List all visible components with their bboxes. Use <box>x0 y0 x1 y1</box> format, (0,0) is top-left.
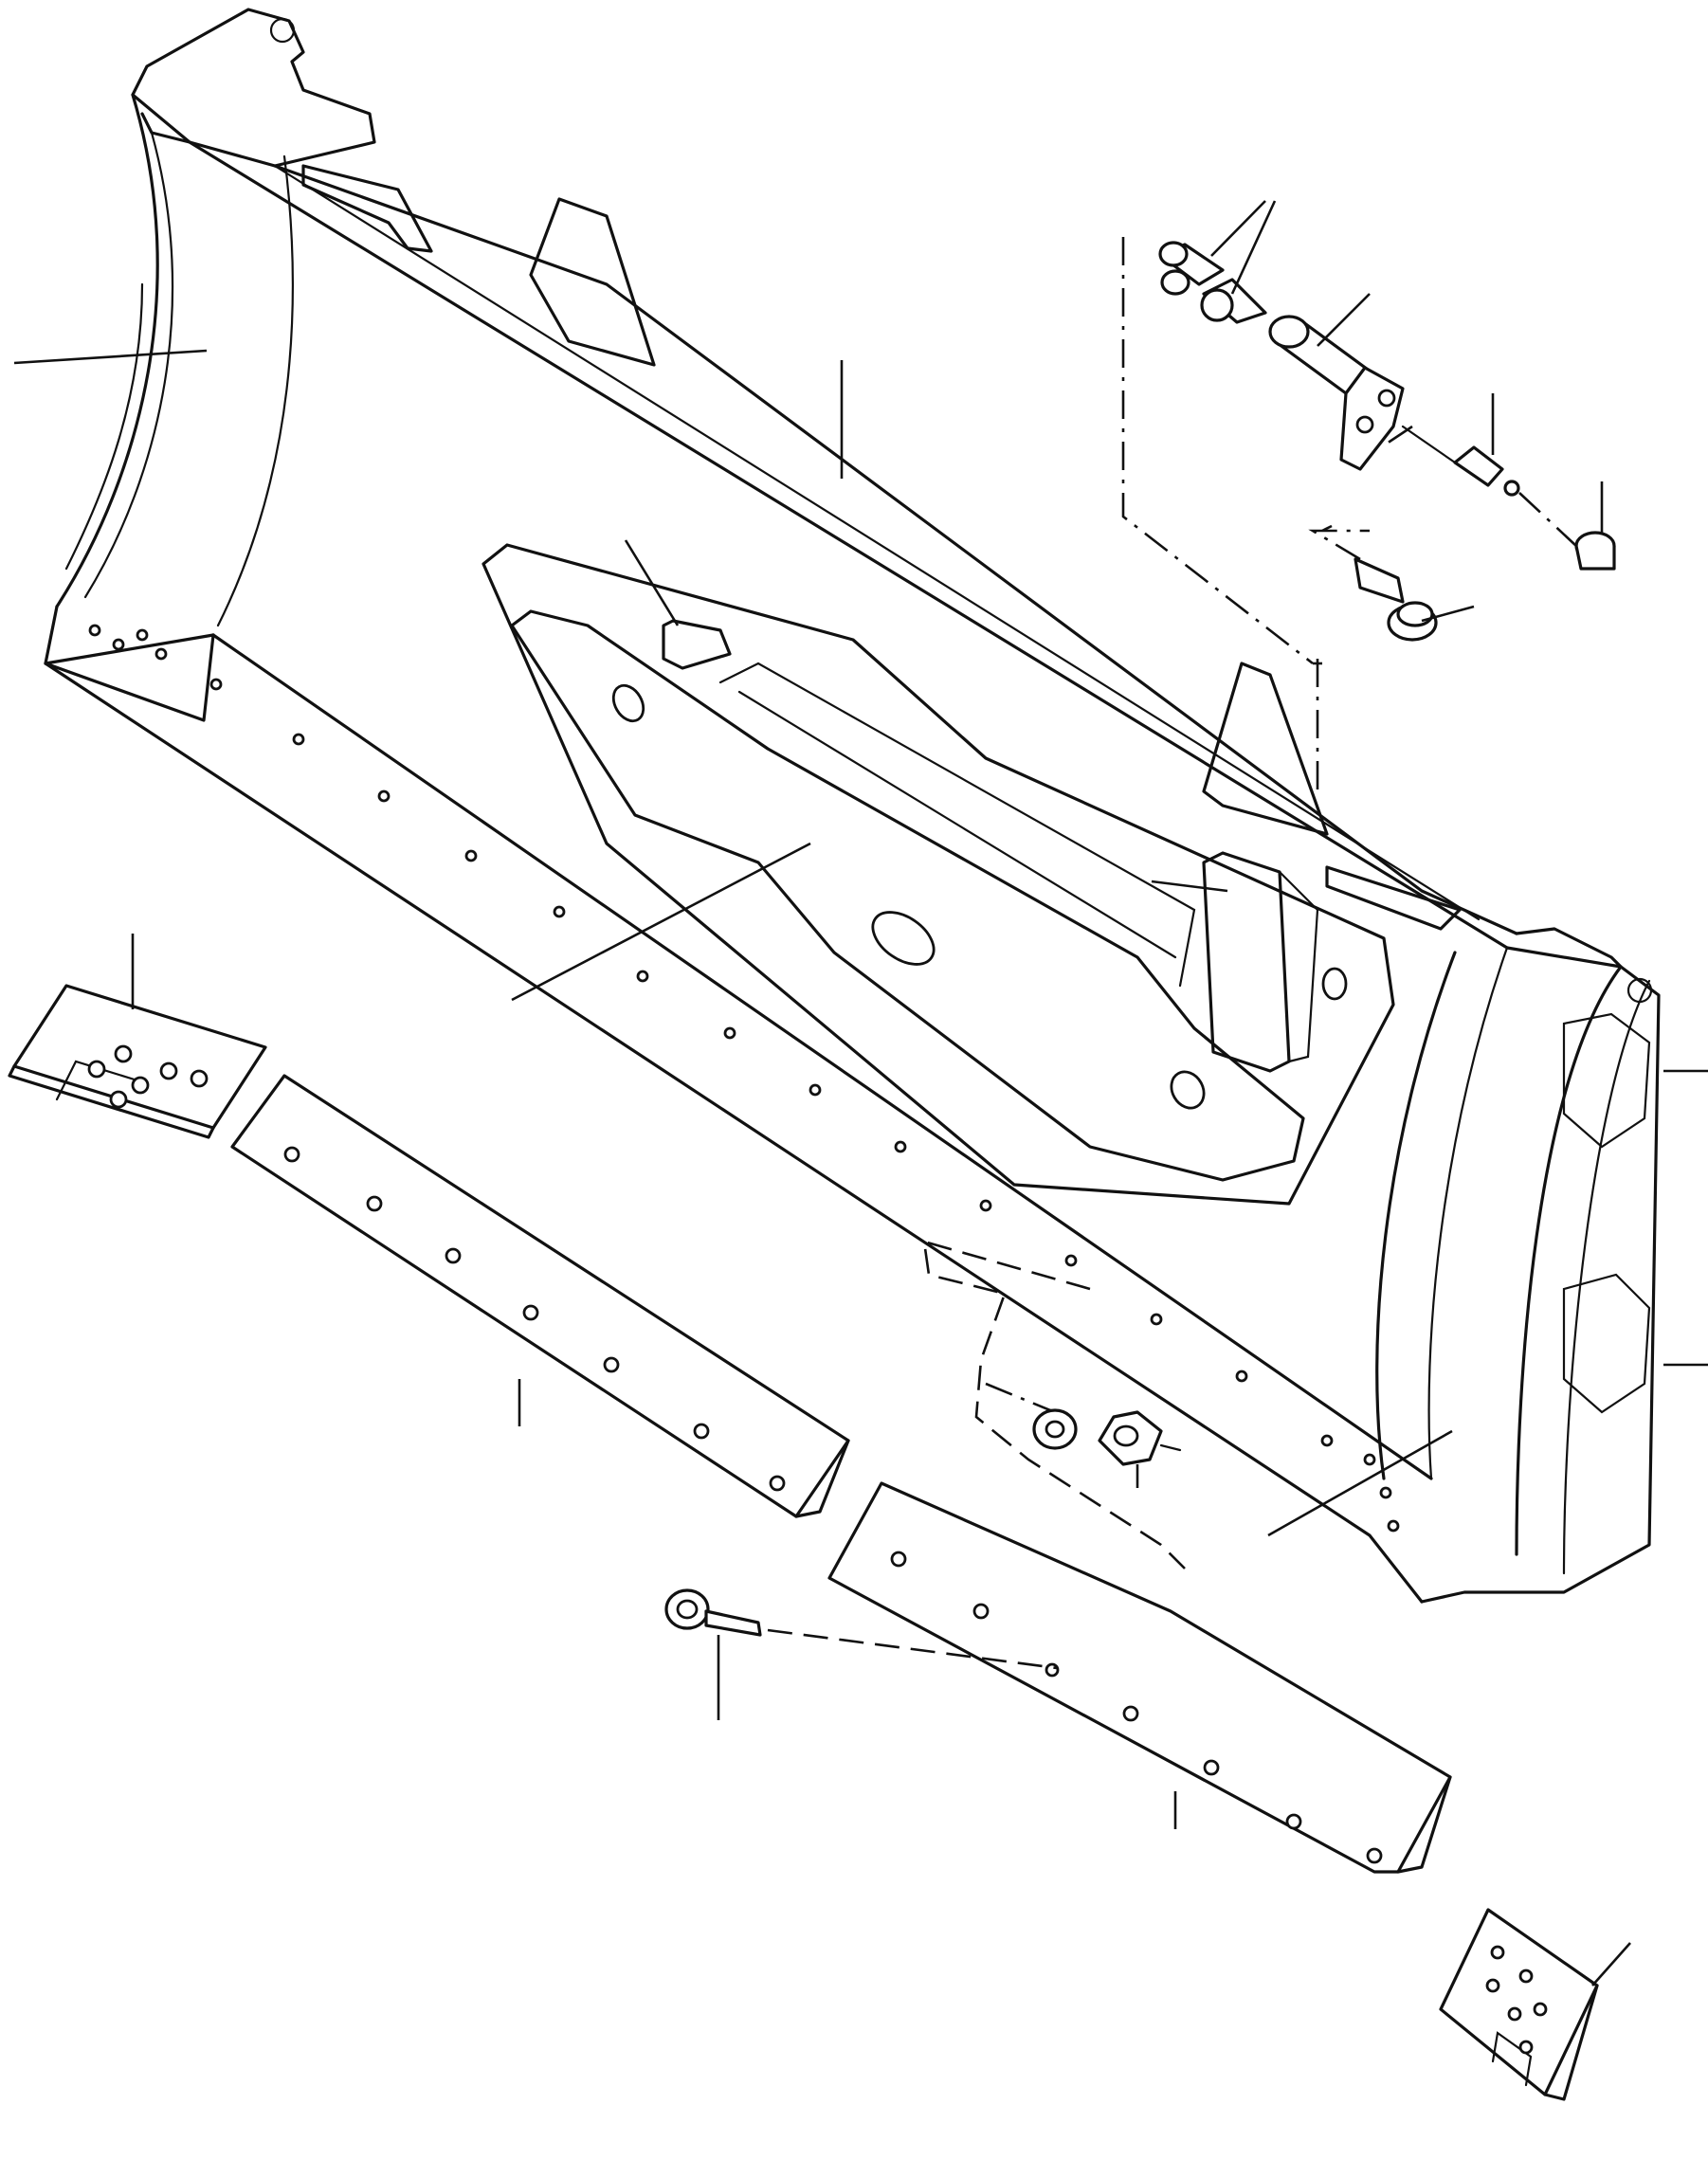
callout-leaders <box>13 200 1708 1987</box>
bushing-upper[interactable] <box>1158 241 1225 296</box>
left-cutting-edge-holes <box>283 1146 786 1492</box>
right-cutting-edge[interactable] <box>827 1481 1452 1874</box>
blade-body[interactable] <box>44 8 1661 1604</box>
left-cutting-edge[interactable] <box>230 1074 850 1518</box>
lug-bracket[interactable] <box>662 619 1319 1073</box>
eye-bolt[interactable] <box>664 1588 1058 1670</box>
pivot-pin[interactable] <box>1268 315 1405 471</box>
right-cutting-edge-holes <box>890 1551 1383 1864</box>
left-end-bit[interactable] <box>8 984 267 1139</box>
nut[interactable] <box>1098 1410 1182 1466</box>
bushing-lower[interactable] <box>1200 278 1267 324</box>
stiffener-plate[interactable] <box>482 543 1395 1206</box>
blade-mount-holes <box>88 624 1400 1533</box>
right-end-bit[interactable] <box>1439 1908 1599 2101</box>
lock-bolt[interactable] <box>1354 557 1438 642</box>
cap[interactable] <box>1518 492 1616 571</box>
washer[interactable] <box>1032 1408 1078 1450</box>
pin-hardware-group <box>1121 237 1413 791</box>
grease-fitting[interactable] <box>1401 425 1520 497</box>
